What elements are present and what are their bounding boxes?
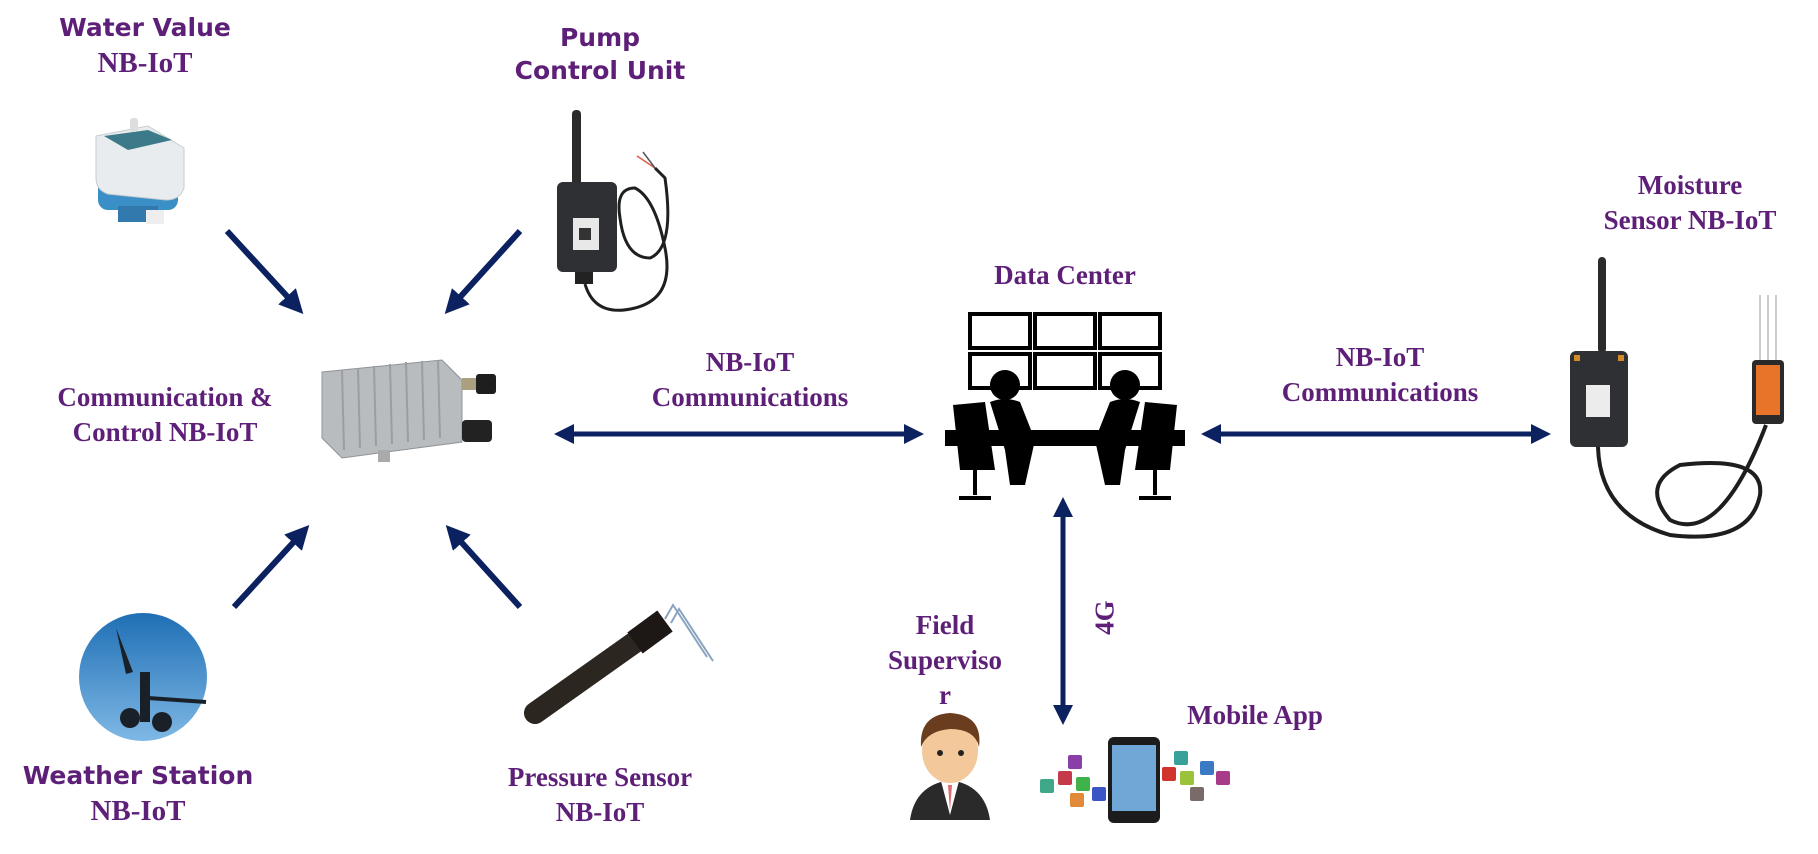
gateway-label: Communication & Control NB-IoT — [30, 380, 300, 450]
supervisor-title-1: Field — [915, 610, 975, 640]
right-link-label: NB-IoT Communications — [1250, 340, 1510, 410]
down-link-label: 4G — [1087, 598, 1122, 638]
weather-title: Weather Station — [22, 761, 254, 790]
datacenter-title: Data Center — [994, 260, 1136, 290]
datacenter-label: Data Center — [960, 258, 1170, 293]
supervisor-title-2: Superviso — [887, 645, 1003, 676]
water-valve-label: Water Value NB-IoT — [40, 12, 250, 82]
pressure-title: Pressure Sensor — [507, 762, 693, 792]
pump-label: Pump Control Unit — [490, 22, 710, 87]
weather-label: Weather Station NB-IoT — [18, 760, 258, 830]
moisture-label: Moisture Sensor NB-IoT — [1570, 168, 1810, 238]
gateway-subtitle: Control NB-IoT — [72, 417, 258, 448]
arrow-weather-to-gateway — [231, 525, 310, 610]
soil-moisture-sensor-icon — [1570, 257, 1784, 539]
left-link-protocol: NB-IoT — [705, 347, 795, 377]
water-valve-subtitle: NB-IoT — [97, 46, 193, 79]
moisture-subtitle: Sensor NB-IoT — [1603, 205, 1777, 236]
gateway-box-icon — [321, 359, 496, 462]
operators-monitor-wall-icon — [945, 312, 1185, 500]
mobile-title: Mobile App — [1187, 700, 1323, 730]
pressure-label: Pressure Sensor NB-IoT — [470, 760, 730, 830]
arrow-pump-to-gateway — [444, 228, 523, 315]
gateway-title: Communication & — [57, 382, 273, 412]
pressure-subtitle: NB-IoT — [555, 797, 645, 828]
nb-iot-node-icon — [557, 110, 670, 312]
mobile-label: Mobile App — [1155, 698, 1355, 733]
arrow-pressure-to-gateway — [445, 524, 523, 610]
right-link-caption: Communications — [1281, 377, 1479, 408]
water-valve-title: Water Value — [59, 13, 231, 42]
anemometer-icon — [79, 613, 207, 741]
weather-subtitle: NB-IoT — [90, 794, 186, 827]
arrow-water-to-gateway — [224, 228, 304, 314]
smartphone-apps-icon — [1040, 737, 1230, 823]
water-meter-icon — [95, 118, 185, 224]
supervisor-label: Field Superviso r — [860, 608, 1030, 713]
moisture-title: Moisture — [1637, 170, 1743, 200]
person-avatar-icon — [910, 713, 990, 820]
supervisor-title-3: r — [939, 680, 951, 711]
left-link-caption: Communications — [651, 382, 849, 413]
pump-title: Pump — [559, 23, 641, 52]
pump-subtitle: Control Unit — [514, 55, 686, 85]
left-link-label: NB-IoT Communications — [620, 345, 880, 415]
right-link-protocol: NB-IoT — [1335, 342, 1425, 372]
pressure-probe-icon — [524, 603, 714, 724]
down-link-protocol: 4G — [1089, 600, 1120, 635]
